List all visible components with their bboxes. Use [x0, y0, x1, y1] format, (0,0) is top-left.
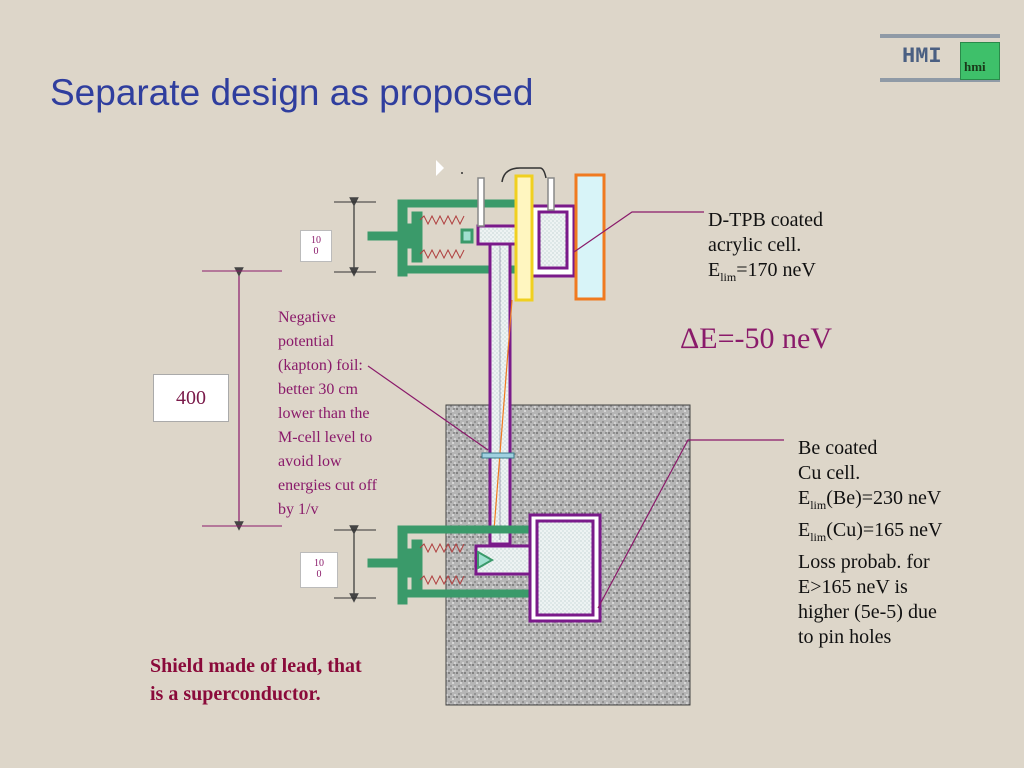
kapton-foil [481, 452, 515, 459]
negative-foil-note: Negative potential (kapton) foil: better… [278, 306, 408, 522]
dtpb-cell-inner [537, 210, 569, 270]
be-note: Be coated Cu cell. Elim(Be)=230 neV Elim… [798, 436, 1008, 650]
callout-foil [367, 365, 489, 451]
top-valve-assembly [367, 199, 523, 277]
be-cu-cell-inner [535, 519, 595, 617]
dtpb-line-3: Elim=170 neV [708, 259, 816, 284]
foil-line-2: potential [278, 333, 334, 350]
dim-top-text: 100 [311, 235, 321, 257]
logo-text: HMI [902, 44, 942, 69]
be-line-1: Be coated [798, 437, 878, 459]
bottom-valve-cone [477, 550, 495, 570]
dtpb-note: D-TPB coated acrylic cell. Elim=170 neV [708, 208, 908, 290]
foil-line-1: Negative [278, 309, 336, 326]
top-spring-lower [419, 248, 465, 260]
top-spring-upper [419, 214, 465, 226]
be-line-5: Loss probab. for [798, 551, 930, 573]
shield-line-2: is a superconductor. [150, 683, 321, 705]
logo-bar-top [880, 34, 1000, 38]
logo-bar-bottom [880, 78, 1000, 82]
dtpb-line-1: D-TPB coated [708, 209, 823, 231]
inlet-tube-left [477, 177, 485, 227]
be-line-6: E>165 neV is [798, 576, 908, 598]
foil-line-5: lower than the [278, 405, 370, 422]
dim-top-label: 100 [300, 230, 332, 262]
bottom-spring-lower [419, 574, 465, 586]
bottom-valve-assembly [367, 525, 537, 605]
dtpb-line-2: acrylic cell. [708, 234, 802, 256]
foil-line-3: (kapton) foil: [278, 357, 363, 374]
marker-glyph [436, 160, 444, 176]
connecting-wire [501, 167, 547, 183]
foil-line-8: energies cut off [278, 477, 377, 494]
top-valve-block [460, 228, 474, 244]
shield-line-1: Shield made of lead, that [150, 655, 362, 677]
be-line-3: Elim(Be)=230 neV [798, 487, 942, 512]
foil-line-9: by 1/v [278, 501, 319, 518]
dim-400-label: 400 [153, 374, 229, 422]
logo-badge-text: hmi [964, 59, 986, 74]
orange-detector [574, 173, 606, 301]
orange-trace [493, 299, 513, 531]
shield-note: Shield made of lead, that is a supercond… [150, 652, 362, 708]
foil-line-4: better 30 cm [278, 381, 358, 398]
callout-dtpb [573, 211, 704, 253]
be-line-7: higher (5e-5) due [798, 601, 937, 623]
dot-mark [461, 172, 463, 174]
be-line-8: to pin holes [798, 626, 892, 648]
be-line-4: Elim(Cu)=165 neV [798, 519, 943, 544]
logo-badge: hmi [960, 42, 1000, 80]
foil-line-6: M-cell level to [278, 429, 373, 446]
callout-be [597, 439, 784, 609]
page-title: Separate design as proposed [50, 72, 534, 113]
inlet-tube-right [547, 177, 555, 211]
yellow-foil [514, 174, 534, 302]
dim-bottom-label: 100 [300, 552, 338, 588]
bottom-spring-upper [419, 542, 465, 554]
dim-bottom-text: 100 [314, 558, 324, 580]
delta-e: ΔE=-50 neV [680, 322, 833, 355]
foil-line-7: avoid low [278, 453, 342, 470]
hmi-logo: HMI hmi [880, 34, 1000, 84]
be-line-2: Cu cell. [798, 462, 861, 484]
